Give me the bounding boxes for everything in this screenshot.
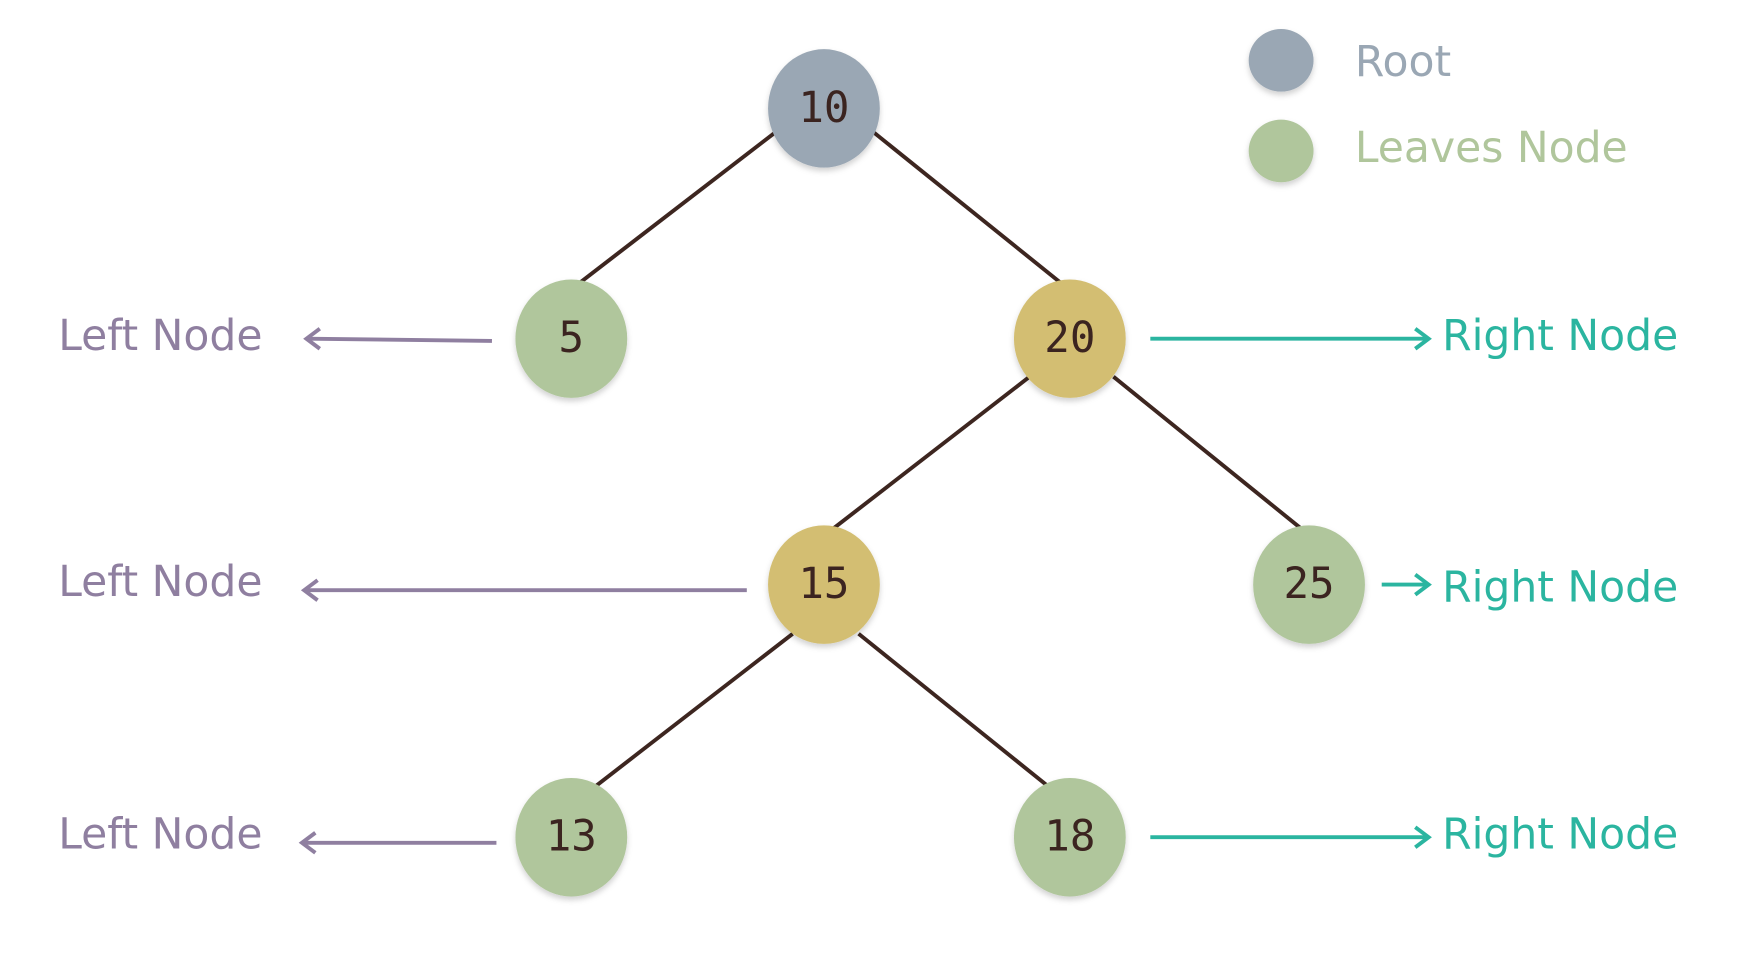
right-arrow-icon — [1150, 327, 1432, 351]
legend-leaves-label: Leaves Node — [1355, 124, 1628, 173]
legend: Root Leaves Node — [1248, 29, 1628, 183]
node-18-leaf: 18 — [1013, 777, 1126, 897]
node-25-leaf: 25 — [1253, 525, 1365, 644]
node-value: 20 — [1044, 314, 1095, 363]
legend-root-label: Root — [1355, 38, 1451, 87]
node-value: 25 — [1283, 560, 1334, 609]
left-node-label: Left Node — [58, 312, 262, 361]
left-arrow-icon — [298, 831, 497, 855]
left-arrow-icon — [300, 578, 747, 602]
edge-20-15 — [826, 375, 1031, 535]
legend-root-swatch — [1248, 29, 1314, 92]
left-arrow-icon — [303, 327, 492, 351]
edge-10-20 — [871, 130, 1069, 290]
edge-10-5 — [571, 130, 778, 290]
left-node-label: Left Node — [58, 558, 262, 607]
node-10-root: 10 — [768, 49, 880, 168]
node-15-internal: 15 — [768, 525, 880, 644]
left-node-label: Left Node — [58, 810, 262, 859]
node-value: 13 — [546, 813, 597, 862]
edge-20-25 — [1112, 375, 1309, 535]
right-arrow-icon — [1150, 825, 1432, 849]
node-value: 18 — [1044, 813, 1095, 862]
node-value: 15 — [798, 560, 849, 609]
node-value: 10 — [798, 84, 849, 133]
right-node-label: Right Node — [1442, 563, 1678, 612]
right-node-label: Right Node — [1442, 810, 1678, 859]
node-13-leaf: 13 — [515, 777, 628, 897]
legend-leaves-swatch — [1248, 119, 1314, 183]
edge-15-13 — [589, 632, 794, 792]
node-value: 5 — [559, 314, 585, 363]
right-arrow-icon — [1381, 572, 1432, 597]
edge-15-18 — [857, 632, 1055, 792]
node-20-internal: 20 — [1013, 279, 1126, 398]
node-5-leaf: 5 — [515, 279, 628, 398]
right-node-label: Right Node — [1442, 312, 1678, 361]
